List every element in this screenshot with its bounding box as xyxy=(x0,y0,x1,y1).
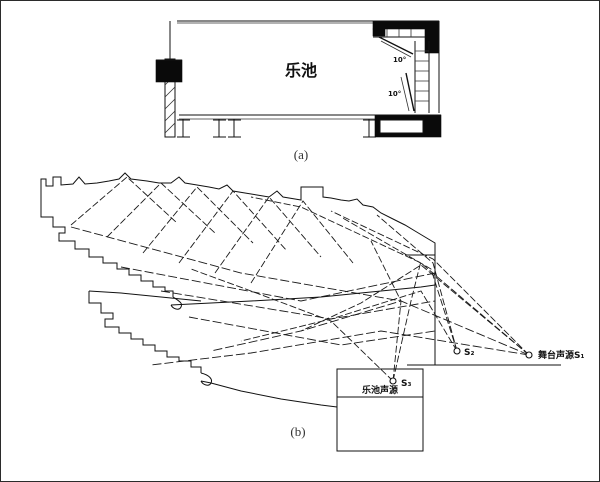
pit-title-label: 乐池 xyxy=(285,61,317,80)
rake-ceiling-right xyxy=(88,290,202,302)
source-label-s3: S₃ xyxy=(401,379,411,389)
source-marker-s3 xyxy=(389,377,397,385)
upper-reflector-panel-b xyxy=(380,40,412,58)
sound-ray-bundle xyxy=(70,176,530,382)
stage-base-block xyxy=(374,114,442,138)
panel-b-caption: (b) xyxy=(290,424,305,439)
source-label-s2: S₂ xyxy=(464,348,474,358)
stage-step-wall xyxy=(414,41,430,113)
left-corbel-block xyxy=(155,59,183,83)
upper-balcony-outline xyxy=(40,172,436,255)
floor-supports xyxy=(177,119,376,138)
upper-balcony-steps xyxy=(40,193,174,297)
panel-a-group: 10° 10° 乐池 (a) xyxy=(155,20,442,162)
source-label-s1: 舞台声源S₁ xyxy=(538,349,584,361)
main-floor-nose xyxy=(200,372,212,386)
stage-lintel-group xyxy=(372,20,440,54)
pit-source-box-label: 乐池声源 xyxy=(362,384,398,396)
upper-balcony-nose xyxy=(170,296,182,310)
angle-label-lower: 10° xyxy=(388,90,401,98)
panel-b-group: 乐池声源 xyxy=(40,172,584,452)
panel-a-caption: (a) xyxy=(294,147,308,162)
angle-label-upper: 10° xyxy=(393,56,406,64)
lower-reflector-panel-b xyxy=(400,76,410,112)
lower-reflector-panel xyxy=(405,72,415,112)
main-floor-soffit xyxy=(200,380,338,408)
pit-box-b xyxy=(336,368,424,452)
source-marker-s1 xyxy=(525,351,533,359)
source-marker-s2 xyxy=(453,347,461,355)
upper-balcony-soffit xyxy=(170,284,436,306)
stage-block-b xyxy=(405,254,561,366)
source-markers xyxy=(389,347,533,385)
upper-reflector-panel xyxy=(378,36,414,55)
